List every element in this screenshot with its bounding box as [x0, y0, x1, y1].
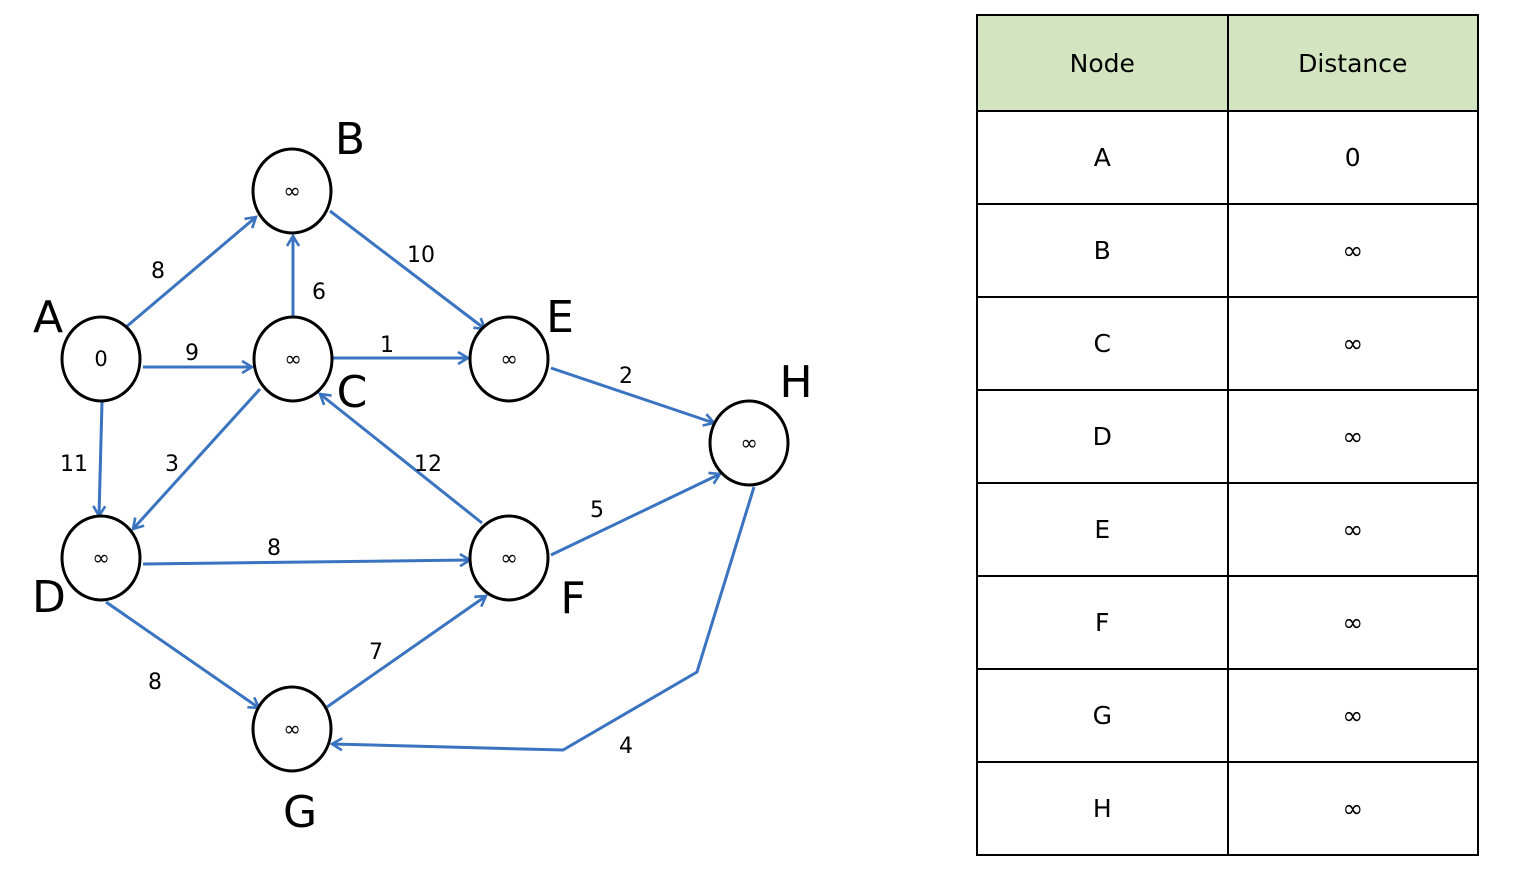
row-node-cell: E [976, 482, 1229, 577]
table-row: C ∞ [976, 296, 1479, 391]
node-e: ∞ E [468, 292, 574, 403]
distance-table-body: A 0 B ∞ C ∞ D ∞ E ∞ F ∞ G ∞ H ∞ [976, 110, 1479, 856]
node-f-value: ∞ [500, 546, 518, 570]
node-e-circle [468, 315, 550, 403]
row-distance-cell: ∞ [1226, 482, 1479, 577]
node-g-value: ∞ [283, 717, 301, 741]
weight-f-c: 12 [414, 452, 442, 477]
weight-b-e: 10 [407, 243, 435, 268]
weight-a-d: 11 [60, 452, 88, 477]
edge-b-e [329, 209, 488, 331]
node-d-value: ∞ [92, 546, 110, 570]
weights-layer: 8 9 11 6 10 1 3 2 12 8 5 8 7 4 [60, 243, 633, 759]
edge-d-f [142, 552, 473, 568]
node-a: 0 A [33, 292, 142, 403]
edge-a-d [92, 401, 107, 519]
row-node-cell: H [976, 761, 1229, 856]
row-distance-cell: 0 [1226, 110, 1479, 205]
weight-d-g: 8 [148, 670, 162, 695]
node-b-label: B [335, 114, 365, 165]
node-a-label: A [33, 292, 63, 343]
node-d-circle [60, 514, 142, 602]
edge-d-g [105, 600, 262, 710]
edge-g-f [326, 594, 489, 709]
row-node-cell: D [976, 389, 1229, 484]
row-node-cell: C [976, 296, 1229, 391]
table-row: G ∞ [976, 668, 1479, 763]
table-row: E ∞ [976, 482, 1479, 577]
distance-table-head: Node Distance [976, 14, 1479, 112]
weight-a-c: 9 [185, 341, 199, 366]
row-node-cell: A [976, 110, 1229, 205]
distance-table: Node Distance A 0 B ∞ C ∞ D ∞ E ∞ F ∞ G [976, 14, 1479, 856]
edge-c-d [131, 387, 262, 531]
weight-f-h: 5 [590, 498, 604, 523]
table-row: A 0 [976, 110, 1479, 205]
weight-a-b: 8 [151, 259, 165, 284]
table-row: D ∞ [976, 389, 1479, 484]
node-e-label: E [546, 292, 574, 343]
node-g: ∞ G [251, 685, 333, 838]
header-node: Node [976, 14, 1229, 112]
table-row: F ∞ [976, 575, 1479, 670]
node-e-value: ∞ [500, 347, 518, 371]
edges-layer [92, 209, 756, 752]
node-c-circle [252, 315, 334, 403]
node-c: ∞ C [252, 315, 368, 418]
row-node-cell: B [976, 203, 1229, 298]
edge-e-h [550, 366, 717, 427]
row-node-cell: F [976, 575, 1229, 670]
weight-c-d: 3 [165, 452, 179, 477]
edge-f-c [318, 392, 483, 525]
node-d: ∞ D [32, 514, 142, 623]
row-distance-cell: ∞ [1226, 296, 1479, 391]
row-distance-cell: ∞ [1226, 203, 1479, 298]
node-a-circle [60, 315, 142, 403]
row-distance-cell: ∞ [1226, 389, 1479, 484]
table-row: H ∞ [976, 761, 1479, 856]
node-h-label: H [779, 357, 812, 408]
node-f-label: F [560, 573, 585, 624]
weight-c-b: 6 [312, 280, 326, 305]
node-h-circle [708, 399, 790, 487]
nodes-layer: 0 A ∞ B ∞ C ∞ D ∞ E ∞ F [32, 114, 812, 838]
node-g-circle [251, 685, 333, 773]
weight-h-g: 4 [619, 734, 633, 759]
row-distance-cell: ∞ [1226, 668, 1479, 763]
table-row: B ∞ [976, 203, 1479, 298]
table-header-row: Node Distance [976, 14, 1479, 112]
node-b-circle [251, 147, 333, 235]
edge-h-g [329, 486, 756, 752]
node-f: ∞ F [468, 514, 586, 624]
edge-f-h [550, 471, 723, 557]
node-b: ∞ B [251, 114, 365, 235]
node-f-circle [468, 514, 550, 602]
node-g-label: G [283, 787, 317, 838]
edge-a-b [125, 215, 258, 329]
weight-c-e: 1 [380, 333, 394, 358]
node-a-value: 0 [94, 347, 107, 371]
node-c-value: ∞ [284, 347, 302, 371]
node-h-value: ∞ [740, 431, 758, 455]
node-b-value: ∞ [283, 179, 301, 203]
header-distance: Distance [1226, 14, 1479, 112]
weight-d-f: 8 [267, 536, 281, 561]
row-distance-cell: ∞ [1226, 575, 1479, 670]
graph-diagram: 8 9 11 6 10 1 3 2 12 8 5 8 7 4 0 A ∞ B ∞… [32, 114, 812, 838]
node-h: ∞ H [708, 357, 813, 487]
weight-e-h: 2 [619, 364, 633, 389]
row-distance-cell: ∞ [1226, 761, 1479, 856]
weight-g-f: 7 [369, 640, 383, 665]
node-c-label: C [337, 367, 368, 418]
row-node-cell: G [976, 668, 1229, 763]
node-d-label: D [32, 572, 66, 623]
